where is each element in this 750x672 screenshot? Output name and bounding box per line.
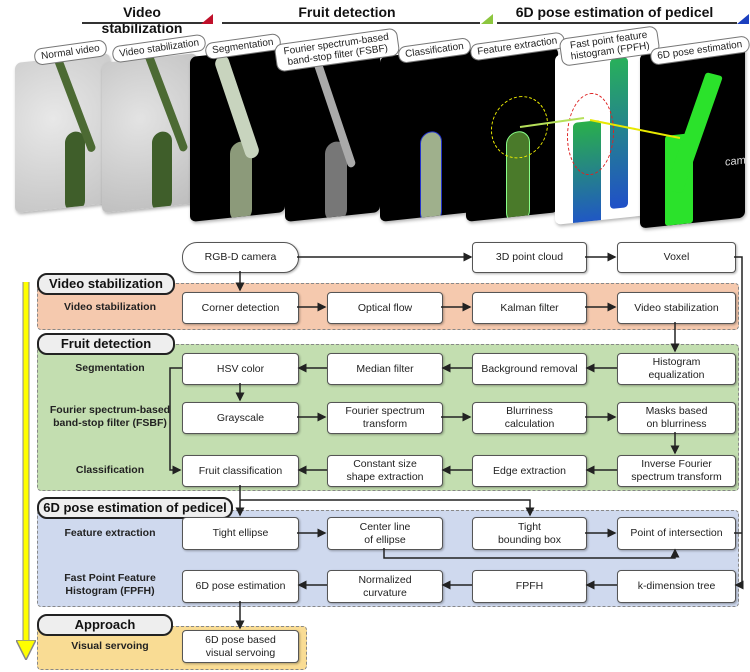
feature-link-arrow — [519, 117, 585, 128]
feature-link-arrow — [589, 119, 681, 139]
connector — [169, 367, 182, 475]
row-label: Classification — [75, 464, 145, 476]
grayscale-node: Grayscale — [182, 402, 299, 434]
section-tag-video-stabilization: Video stabilization — [37, 273, 175, 295]
header-line — [82, 22, 204, 24]
row-label: Feature extraction — [64, 527, 156, 539]
green-triangle-icon — [481, 14, 493, 24]
header-line — [222, 22, 480, 24]
shape-extraction-node: Constant size shape extraction — [327, 455, 443, 487]
row-label: Visual servoing — [71, 640, 149, 652]
blurriness-calculation-node: Blurriness calculation — [472, 402, 587, 434]
video-stabilization-node: Video stabilization — [617, 292, 736, 324]
kalman-filter-node: Kalman filter — [472, 292, 587, 324]
center-line-node: Center line of ellipse — [327, 517, 443, 550]
row-label: Video stabilization — [64, 301, 156, 313]
point-cloud-node: 3D point cloud — [472, 242, 587, 273]
header-fruit-detection: Fruit detection — [298, 4, 396, 20]
row-label: Fast Point Feature Histogram (FPFH) — [64, 572, 156, 597]
pose-estimation-node: 6D pose estimation — [182, 570, 299, 603]
visual-servoing-node: 6D pose based visual servoing — [182, 630, 299, 663]
fourier-transform-node: Fourier spectrum transform — [327, 402, 443, 434]
median-filter-node: Median filter — [327, 353, 443, 385]
blue-triangle-icon — [737, 14, 749, 24]
corner-detection-node: Corner detection — [182, 292, 299, 324]
normalized-curvature-node: Normalized curvature — [327, 570, 443, 603]
row-label: Segmentation — [75, 362, 145, 374]
histogram-equalization-node: Histogram equalization — [617, 353, 736, 385]
voxel-node: Voxel — [617, 242, 736, 273]
image-annotation-arrows — [519, 117, 681, 139]
optical-flow-node: Optical flow — [327, 292, 443, 324]
section-tag-fruit-detection: Fruit detection — [37, 333, 175, 355]
connector — [240, 499, 535, 517]
point-of-intersection-node: Point of intersection — [617, 517, 736, 550]
header-video-stabilization: Video stabilization — [101, 4, 183, 36]
tight-bounding-box-node: Tight bounding box — [472, 517, 587, 550]
connector — [383, 548, 680, 559]
section-tag-pose-estimation: 6D pose estimation of pedicel — [37, 497, 233, 519]
kd-tree-node: k-dimension tree — [617, 570, 736, 603]
edge-extraction-node: Edge extraction — [472, 455, 587, 487]
red-triangle-icon — [201, 14, 213, 24]
row-label: Fourier spectrum-based band-stop filter … — [49, 404, 171, 429]
connector — [734, 256, 744, 590]
header-line — [497, 22, 737, 24]
background-removal-node: Background removal — [472, 353, 587, 385]
section-tag-approach: Approach — [37, 614, 173, 636]
fpfh-node: FPFH — [472, 570, 587, 603]
inverse-fourier-node: Inverse Fourier spectrum transform — [617, 455, 736, 487]
tight-ellipse-node: Tight ellipse — [182, 517, 299, 550]
masks-node: Masks based on blurriness — [617, 402, 736, 434]
header-pose-estimation: 6D pose estimation of pedicel — [515, 4, 714, 20]
